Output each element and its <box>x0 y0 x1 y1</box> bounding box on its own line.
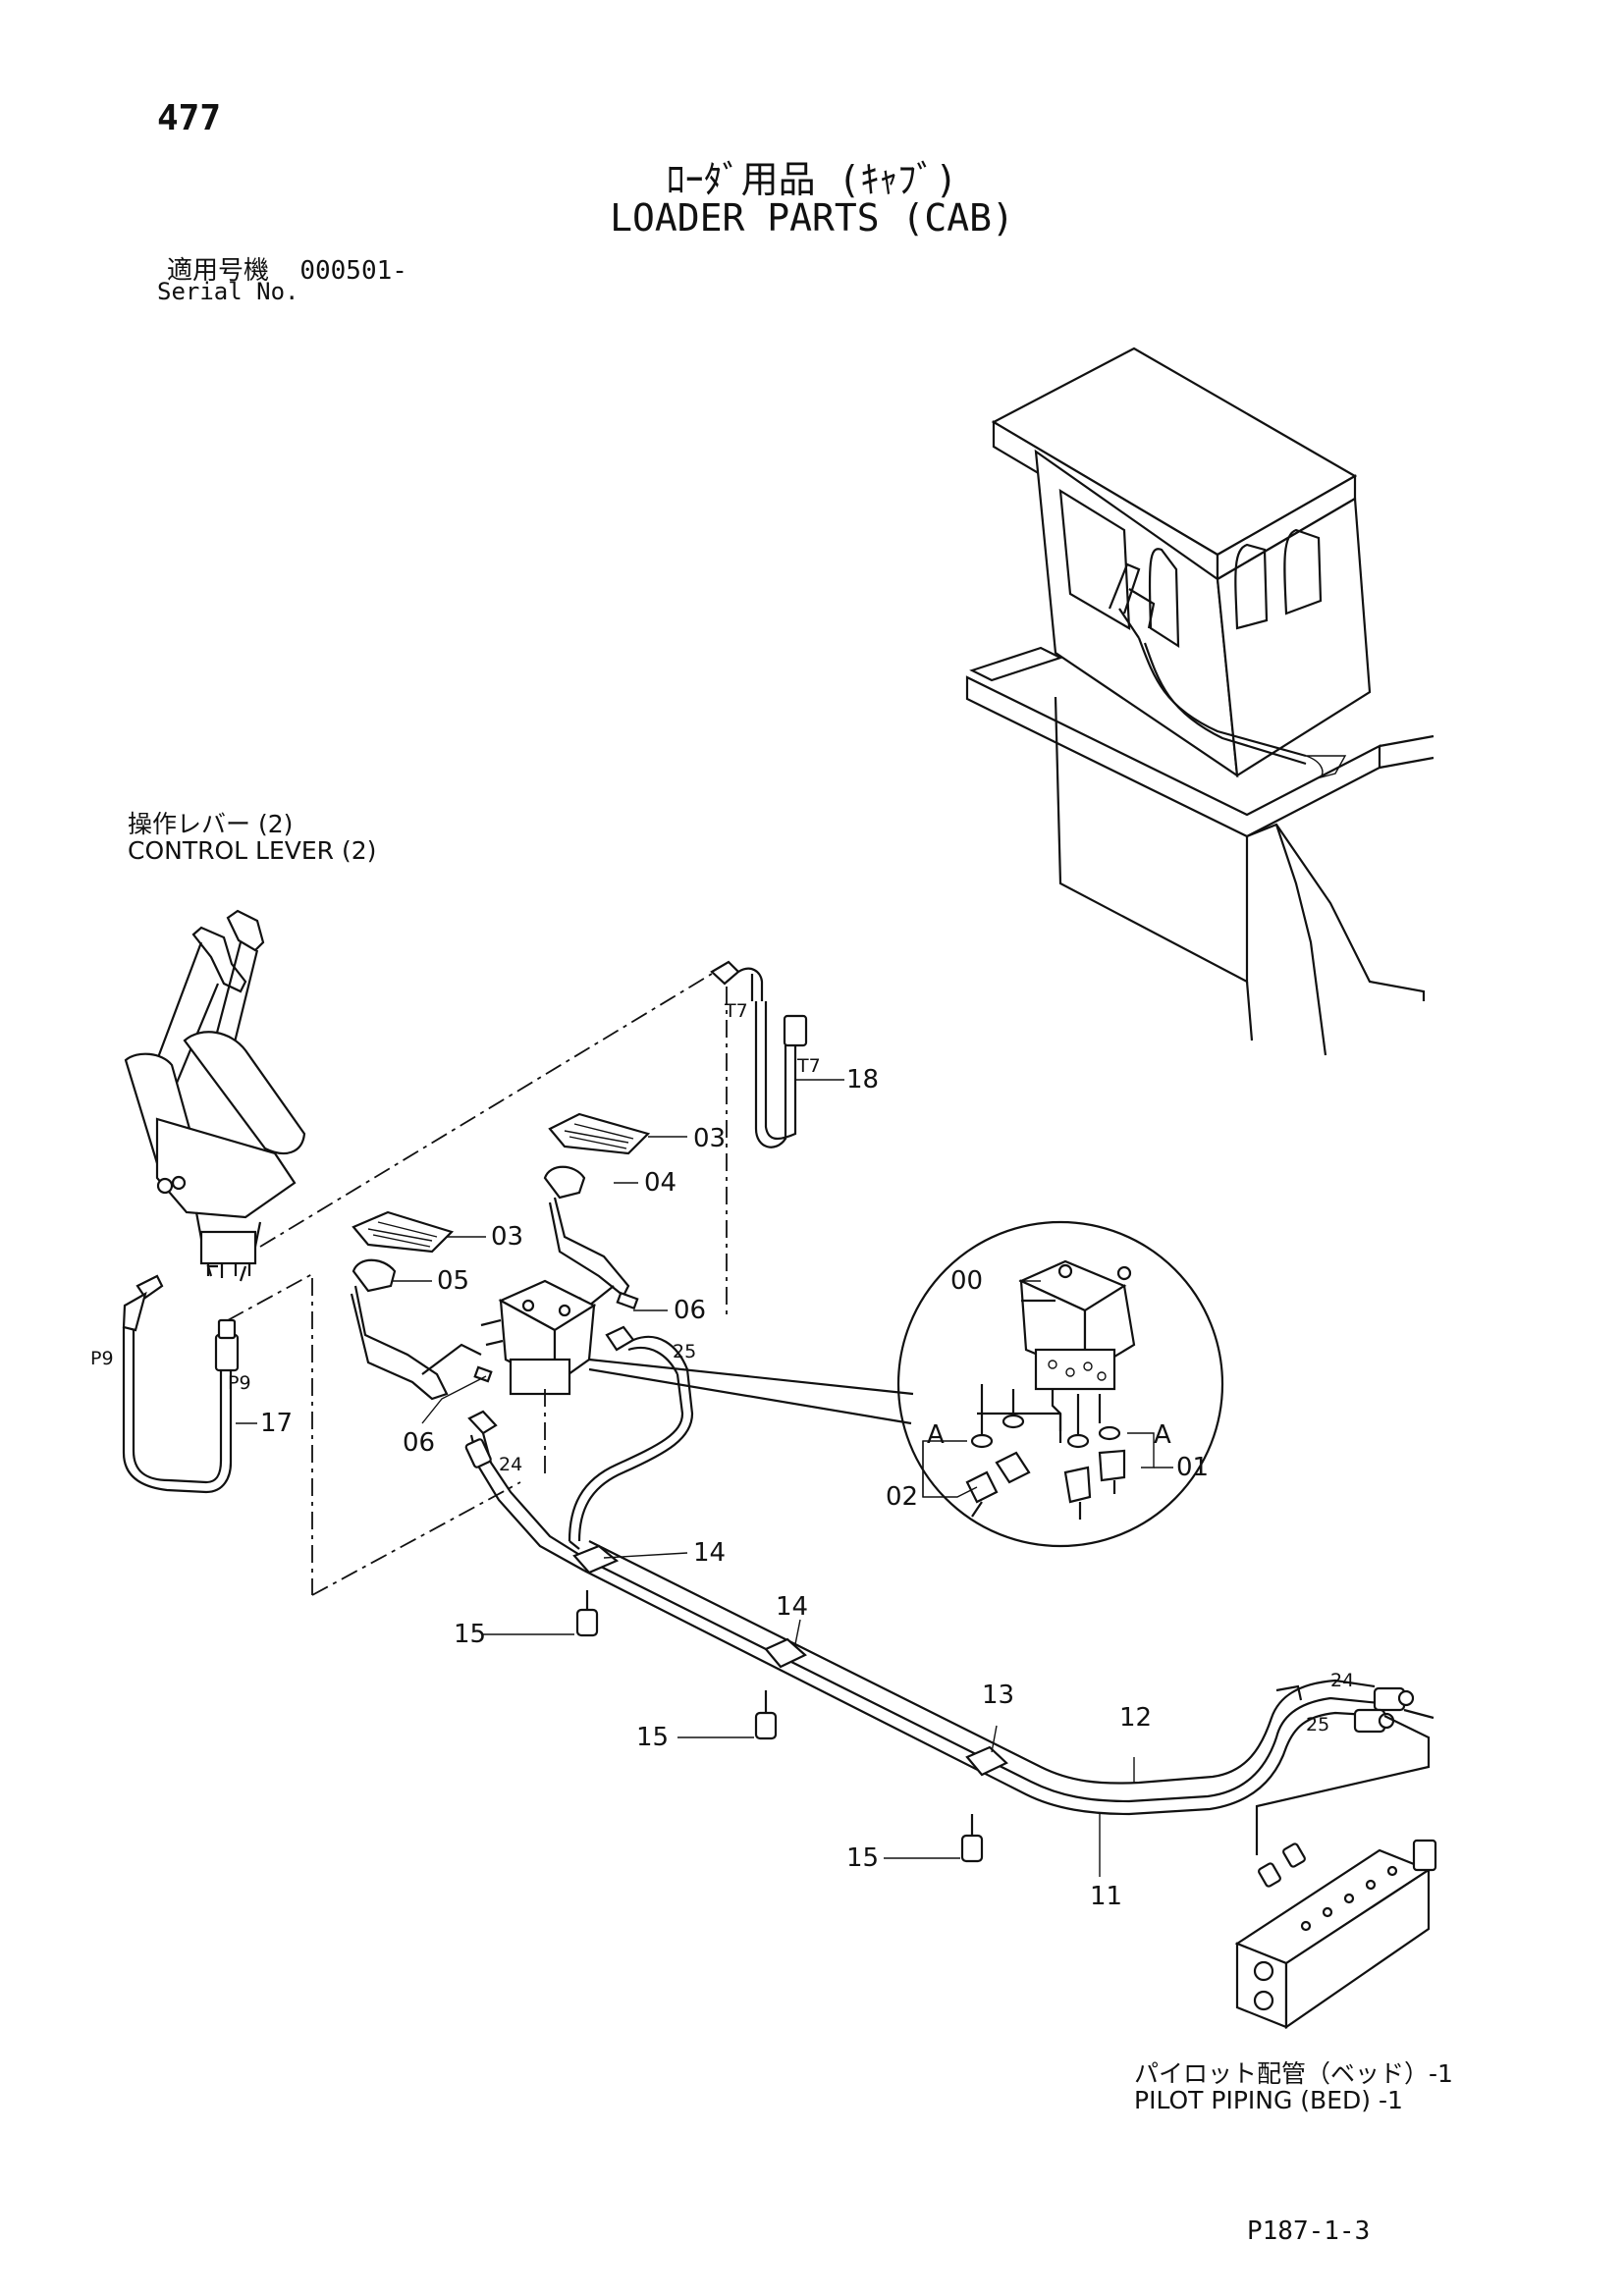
port-p9-right: P9 <box>228 1372 251 1394</box>
callout-06-left: 06 <box>403 1428 435 1458</box>
callout-18: 18 <box>846 1065 879 1095</box>
port-t7-upper: T7 <box>724 1000 748 1022</box>
pilot-piping-caption-en: PILOT PIPING (BED) -1 <box>1134 2086 1403 2114</box>
serial-value: 000501- <box>299 256 407 286</box>
callout-11: 11 <box>1090 1882 1122 1911</box>
port-p9-left: P9 <box>90 1348 114 1369</box>
control-lever-caption-en: CONTROL LEVER (2) <box>128 836 377 865</box>
callout-13: 13 <box>982 1681 1014 1710</box>
callout-05: 05 <box>437 1266 469 1296</box>
cab-illustration <box>965 347 1435 1056</box>
section-mark-a-left: A <box>927 1420 945 1450</box>
callout-leaders <box>236 1079 1173 1877</box>
callout-00: 00 <box>950 1266 983 1296</box>
clamps-and-bolts <box>572 1544 1008 1863</box>
pedal-assembly <box>350 1112 651 1401</box>
callout-03-lower: 03 <box>491 1222 523 1252</box>
pilot-hoses-24-25 <box>464 1368 694 1572</box>
page-number: 477 <box>157 98 222 138</box>
callout-01: 01 <box>1176 1453 1209 1482</box>
hose-17 <box>122 1274 240 1494</box>
control-lever-caption-jp: 操作レバー (2) <box>128 810 294 838</box>
callout-02: 02 <box>886 1482 918 1512</box>
callout-25-valve: 25 <box>673 1341 696 1362</box>
callout-14-first: 14 <box>693 1538 726 1568</box>
control-lever-assembly <box>124 909 306 1282</box>
callout-15-third: 15 <box>846 1843 879 1873</box>
pilot-tubes-11-12 <box>568 1540 1415 1816</box>
drawing-code: P187-1-3 <box>1247 2216 1371 2246</box>
callout-labels: 03 04 03 05 06 06 18 17 14 14 13 12 11 1… <box>90 1000 1354 1911</box>
hose-18 <box>710 960 808 1148</box>
callout-06-right: 06 <box>674 1296 706 1325</box>
title-english: LOADER PARTS (CAB) <box>610 196 1014 240</box>
callout-24-end: 24 <box>1330 1670 1354 1691</box>
callout-03-upper: 03 <box>693 1124 726 1153</box>
callout-14-second: 14 <box>776 1592 808 1622</box>
callout-24-valve: 24 <box>499 1454 522 1475</box>
serial-applicable-line: 適用号機 000501- <box>167 250 407 287</box>
callout-12: 12 <box>1119 1703 1152 1733</box>
control-valve-block <box>1234 1708 1437 2030</box>
connection-center-lines <box>227 973 728 1596</box>
callout-04: 04 <box>644 1168 677 1198</box>
callout-15-second: 15 <box>636 1723 669 1752</box>
callout-15-first: 15 <box>454 1620 486 1649</box>
pilot-piping-caption-jp: パイロット配管（ベッド）-1 <box>1134 2059 1453 2088</box>
detail-view-circle <box>896 1220 1224 1548</box>
port-t7-lower: T7 <box>796 1055 821 1077</box>
serial-label-en: Serial No. <box>157 278 299 305</box>
title-japanese: ﾛｰﾀﾞ用品 (ｷｬﾌﾞ) <box>666 158 958 201</box>
callout-25-end: 25 <box>1306 1714 1329 1735</box>
section-mark-a-right: A <box>1154 1420 1171 1450</box>
callout-17: 17 <box>260 1409 293 1438</box>
detail-leader-lines <box>588 1358 914 1425</box>
serial-label-jp: 適用号機 <box>167 256 270 286</box>
pilot-valve-main <box>480 1279 689 1396</box>
